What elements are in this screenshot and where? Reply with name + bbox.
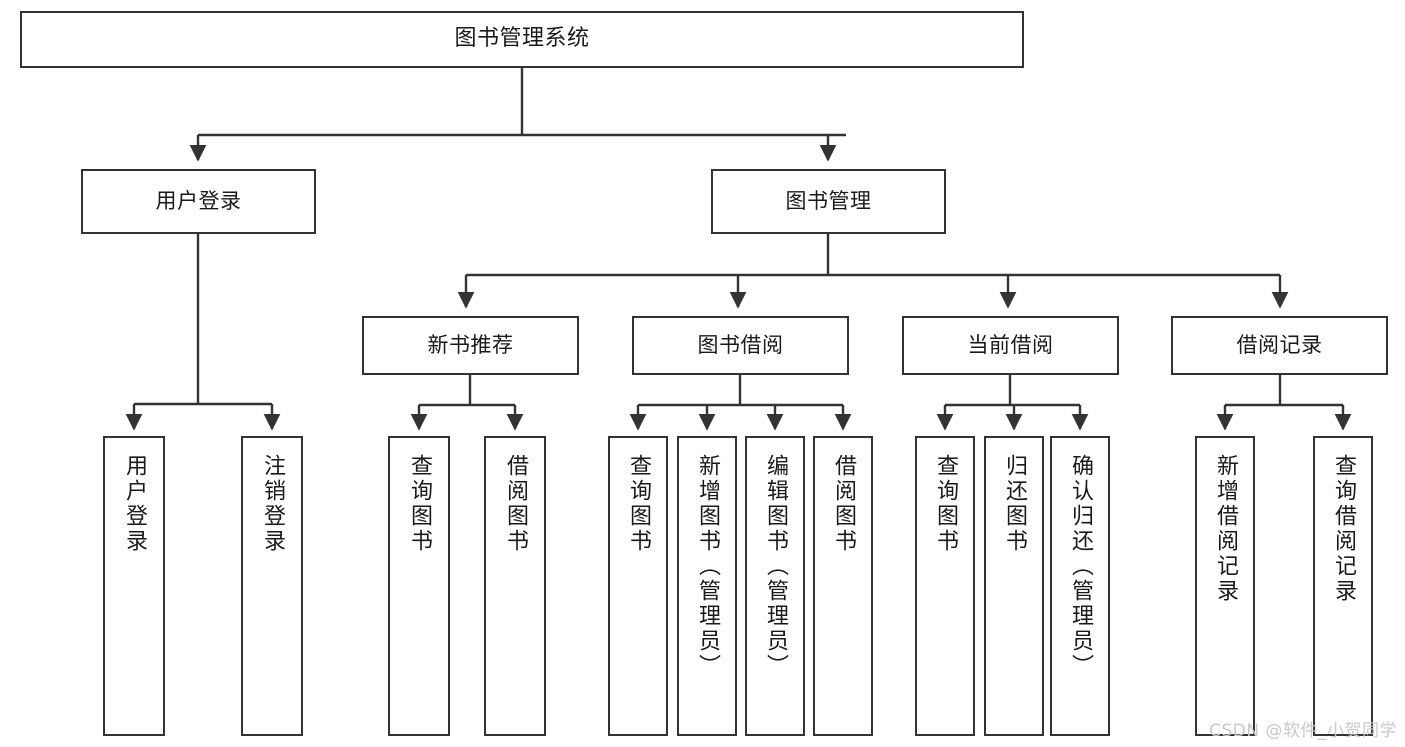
node-leaf-recommend-borrow-book-label: 借阅图书 [503,454,528,554]
node-leaf-borrow-borrow-book-label: 借阅图书 [831,454,856,554]
node-leaf-user-logout[interactable]: 注销登录 [241,436,303,736]
node-new-book-recommend-label: 新书推荐 [427,332,514,357]
node-current-borrow-label: 当前借阅 [967,332,1054,357]
node-book-manage[interactable]: 图书管理 [711,169,946,234]
node-leaf-current-confirm-return-label: 确认归还（管理员） [1068,454,1093,679]
node-leaf-current-return-book-label: 归还图书 [1002,454,1027,554]
node-leaf-recommend-query-book[interactable]: 查询图书 [388,436,450,736]
node-leaf-user-logout-label: 注销登录 [260,454,285,554]
node-leaf-borrow-edit-book[interactable]: 编辑图书（管理员） [745,436,805,736]
node-user-login-label: 用户登录 [155,188,242,213]
node-borrow-record-label: 借阅记录 [1236,332,1323,357]
node-leaf-current-query-book[interactable]: 查询图书 [915,436,975,736]
node-leaf-borrow-query-book-label: 查询图书 [626,454,651,554]
node-leaf-record-add-label: 新增借阅记录 [1213,454,1238,604]
node-current-borrow[interactable]: 当前借阅 [902,316,1119,375]
node-leaf-record-query[interactable]: 查询借阅记录 [1313,436,1373,736]
node-book-manage-label: 图书管理 [785,188,872,213]
node-leaf-user-login-label: 用户登录 [122,454,147,554]
node-leaf-borrow-borrow-book[interactable]: 借阅图书 [813,436,873,736]
node-leaf-current-return-book[interactable]: 归还图书 [984,436,1044,736]
node-leaf-current-query-book-label: 查询图书 [933,454,958,554]
node-leaf-current-confirm-return[interactable]: 确认归还（管理员） [1050,436,1110,736]
node-new-book-recommend[interactable]: 新书推荐 [362,316,579,375]
node-book-borrow-label: 图书借阅 [697,332,784,357]
node-root-label: 图书管理系统 [454,26,590,52]
node-root[interactable]: 图书管理系统 [20,11,1024,68]
node-leaf-record-query-label: 查询借阅记录 [1331,454,1356,604]
watermark: CSDN @软件_小贺同学 [1209,721,1397,741]
node-leaf-borrow-query-book[interactable]: 查询图书 [608,436,668,736]
node-leaf-borrow-edit-book-label: 编辑图书（管理员） [763,454,788,679]
node-leaf-borrow-add-book[interactable]: 新增图书（管理员） [677,436,737,736]
node-leaf-recommend-query-book-label: 查询图书 [407,454,432,554]
node-borrow-record[interactable]: 借阅记录 [1171,316,1388,375]
node-leaf-recommend-borrow-book[interactable]: 借阅图书 [484,436,546,736]
node-leaf-borrow-add-book-label: 新增图书（管理员） [695,454,720,679]
node-leaf-record-add[interactable]: 新增借阅记录 [1195,436,1255,736]
node-leaf-user-login[interactable]: 用户登录 [103,436,165,736]
node-user-login[interactable]: 用户登录 [81,169,316,234]
node-book-borrow[interactable]: 图书借阅 [632,316,849,375]
